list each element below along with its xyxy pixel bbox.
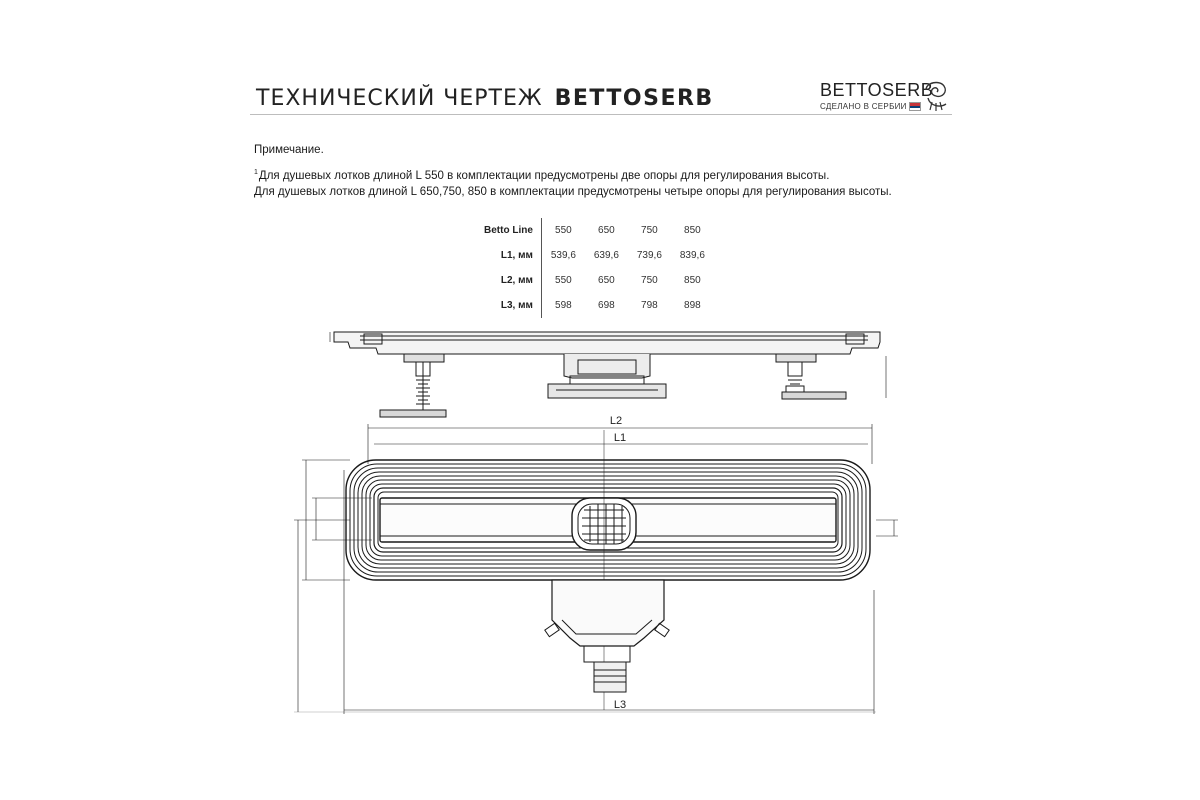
- spec-row: L1, мм 539,6 639,6 739,6 839,6: [478, 243, 714, 268]
- logo-wordmark: BETTOSERB: [820, 80, 934, 100]
- spec-cell: 550: [555, 275, 572, 286]
- serbia-flag-icon: [908, 102, 921, 112]
- spec-row: L3, мм 598 698 798 898: [478, 293, 714, 318]
- spec-cell: 598: [555, 300, 572, 311]
- technical-drawing: L2 L1 L3: [294, 331, 898, 714]
- spec-cell: 650: [598, 275, 615, 286]
- title-text: ТЕХНИЧЕСКИЙ ЧЕРТЕЖ: [256, 86, 543, 111]
- dimension-l2-label: L2: [610, 415, 622, 427]
- top-view: [294, 424, 898, 714]
- spec-cell: 839,6: [679, 250, 705, 261]
- spec-cell: 650: [598, 225, 615, 236]
- spec-cell: 739,6: [636, 250, 662, 261]
- note-line-2: Для душевых лотков длиной L 650,750, 850…: [254, 186, 892, 198]
- spec-cell: 698: [598, 300, 615, 311]
- dimension-l1-label: L1: [614, 432, 626, 444]
- spec-cell: 639,6: [593, 250, 619, 261]
- note-line-1: 1Для душевых лотков длиной L 550 в компл…: [254, 165, 954, 184]
- page-title: ТЕХНИЧЕСКИЙ ЧЕРТЕЖ BETTOSERB: [256, 86, 714, 111]
- spec-cell: 539,6: [550, 250, 576, 261]
- spec-cell: 850: [684, 275, 701, 286]
- spec-row-label: Betto Line: [478, 218, 542, 243]
- title-brand: BETTOSERB: [554, 86, 714, 111]
- note-heading: Примечание.: [254, 144, 324, 156]
- spec-cell: 798: [641, 300, 658, 311]
- spec-row-label: L3, мм: [478, 293, 542, 318]
- spec-row-label: L2, мм: [478, 268, 542, 293]
- seashell-icon: [925, 81, 947, 111]
- logo-tagline: СДЕЛАНО В СЕРБИИ: [820, 102, 921, 112]
- spec-row: Betto Line 550 650 750 850: [478, 218, 714, 243]
- spec-cell: 750: [641, 225, 658, 236]
- dimension-l3-label: L3: [614, 699, 626, 711]
- brand-logo: BETTOSERB СДЕЛАНО В СЕРБИИ: [820, 78, 950, 118]
- spec-cell: 750: [641, 275, 658, 286]
- side-view: [329, 331, 887, 418]
- logo-tagline-text: СДЕЛАНО В СЕРБИИ: [820, 102, 907, 111]
- spec-row: L2, мм 550 650 750 850: [478, 268, 714, 293]
- note-block: Примечание. 1Для душевых лотков длиной L…: [254, 142, 954, 200]
- spec-cell: 898: [684, 300, 701, 311]
- note-line-1-text: Для душевых лотков длиной L 550 в компле…: [258, 170, 830, 182]
- header-divider: [250, 114, 952, 115]
- spec-cell: 850: [684, 225, 701, 236]
- spec-row-label: L1, мм: [478, 243, 542, 268]
- footnote-marker: 1: [254, 169, 258, 176]
- spec-cell: 550: [555, 225, 572, 236]
